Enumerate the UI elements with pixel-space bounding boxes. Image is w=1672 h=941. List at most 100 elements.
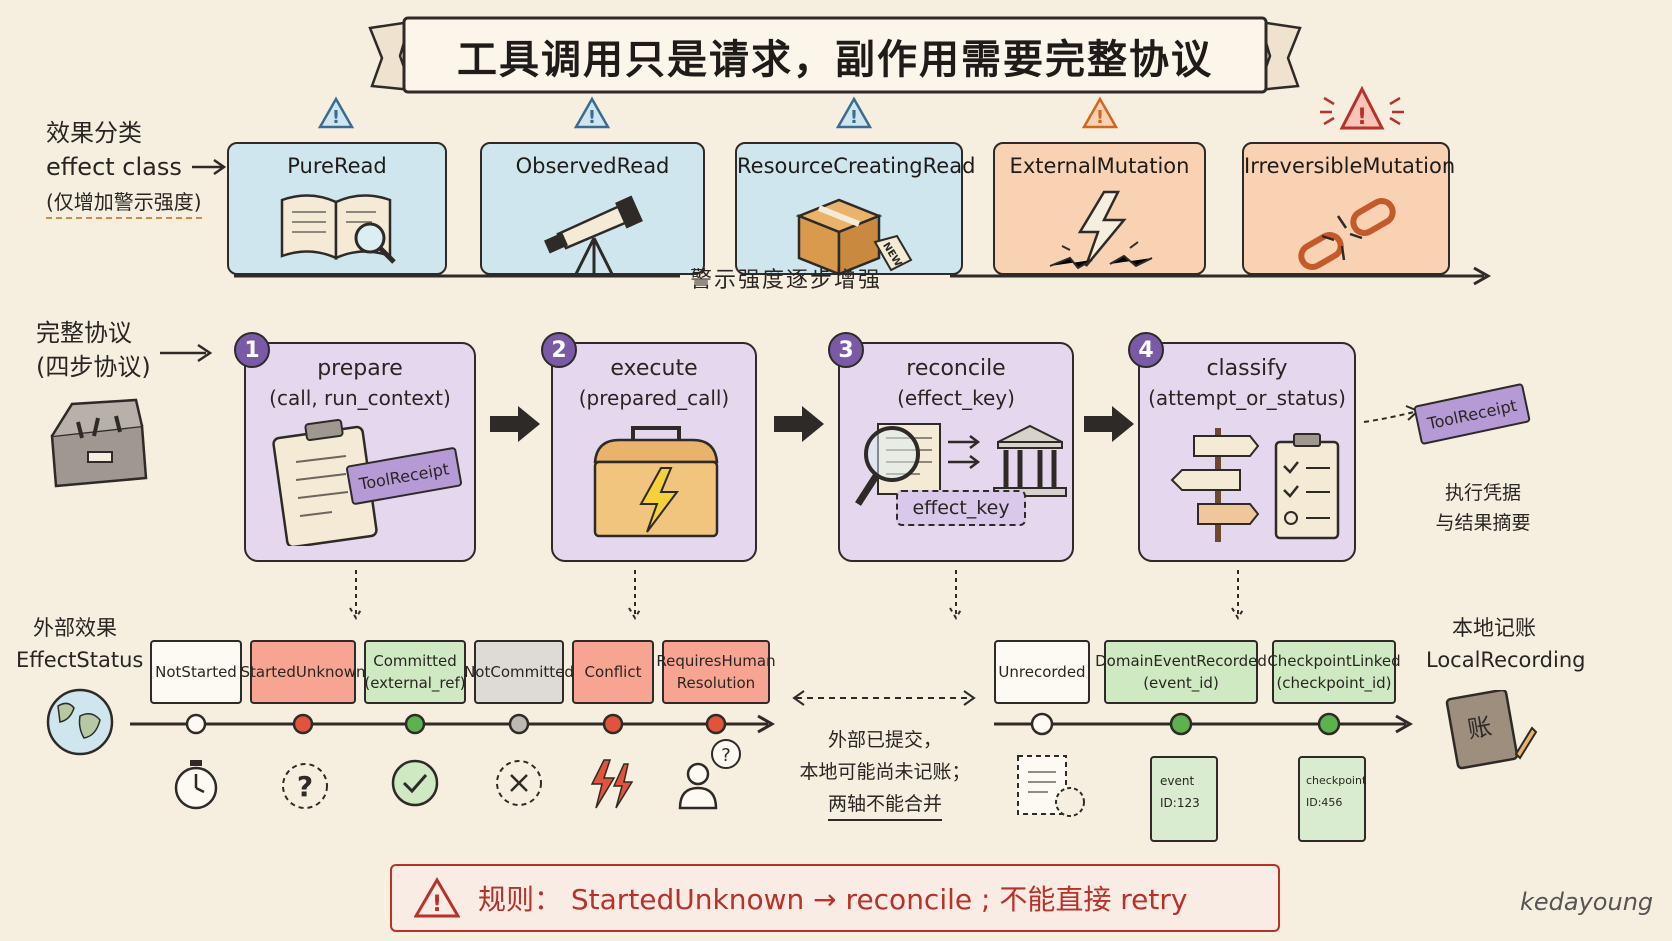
status-label: RequiresHuman [656,652,776,670]
step-number: 3 [828,332,864,368]
svg-text:!: ! [332,107,340,128]
effect-name: ResourceCreatingRead [737,154,976,178]
empty-document-icon [1017,755,1085,817]
arrow-right-icon [191,158,227,176]
rule-box: ! 规则： StartedUnknown → reconcile ; 不能直接 … [390,864,1280,932]
local-label-zh: 本地记账 [1452,616,1536,640]
double-arrow-icon [792,690,976,706]
checkpoint-card-line: checkpoint [1306,774,1367,787]
down-arrow-icon [1231,570,1245,620]
event-card: event ID:123 [1150,756,1218,842]
receipt-description: 执行凭据 与结果摘要 [1428,478,1538,538]
status-sublabel: Resolution [676,674,756,692]
status-label: Conflict [584,663,642,681]
toolreceipt-output-tag: ToolReceipt [1413,382,1531,446]
event-card-line: event [1160,774,1195,788]
globe-icon [46,688,114,756]
checkpoint-card: checkpoint ID:456 [1298,756,1366,842]
step-classify: 4 classify (attempt_or_status) [1128,332,1356,562]
status-committed: Committed (external_ref) [364,640,466,704]
stopwatch-icon [174,760,218,810]
effect-box-resourcecreatingread: ResourceCreatingRead NEW [735,142,976,276]
question-mark-icon: ? [282,763,328,809]
x-circle-icon [496,760,542,806]
bold-arrow-icon [490,406,540,442]
broken-chain-icon [1298,198,1396,270]
note-line: 本地可能尚未记账； [799,761,971,783]
signpost-checklist-icon [1170,428,1340,542]
svg-text:!: ! [432,892,442,917]
step-title: execute [610,356,698,381]
warning-icon-red: ! [414,877,460,918]
protocol-label-zh: 完整协议 [36,319,132,347]
warning-icon-red: ! [1320,86,1404,130]
step-execute: 2 execute (prepared_call) [541,332,757,562]
status-startedunknown: StartedUnknown [240,640,366,704]
bold-arrow-icon [774,406,824,442]
local-label: 本地记账 LocalRecording [1426,612,1586,676]
step-number: 1 [234,332,270,368]
step-prepare: 1 prepare (call, run_context) ToolReceip… [234,332,476,562]
double-lightning-icon [590,759,634,809]
warning-icon-orange: ! [1082,96,1118,129]
page-title: 工具调用只是请求，副作用需要完整协议 [457,37,1213,83]
warning-icon-blue: ! [574,96,610,129]
warning-icon-blue: ! [836,96,872,129]
status-label: NotStarted [155,663,237,681]
effect-name: IrreversibleMutation [1244,154,1456,178]
step-args: (attempt_or_status) [1148,386,1346,410]
down-arrow-icon [628,570,642,620]
protocol-label-sub: (四步协议) [36,353,151,381]
status-notstarted: NotStarted [150,640,242,704]
status-requireshumanresolution: RequiresHuman Resolution [656,640,776,704]
step-args: (effect_key) [897,386,1015,410]
status-sublabel: (checkpoint_id) [1276,674,1392,692]
status-label: StartedUnknown [240,663,366,681]
receipt-line: 执行凭据 [1444,482,1521,504]
checkpoint-card-line: ID:456 [1306,796,1343,809]
step-args: (call, run_context) [269,386,451,410]
local-timeline [994,712,1414,736]
check-circle-icon [391,759,439,807]
bold-arrow-icon [1084,406,1134,442]
external-label-en: EffectStatus [16,648,144,672]
effect-class-label-en: effect class [46,153,182,181]
svg-text:!: ! [1357,105,1367,130]
dashed-arrow-icon [1363,405,1420,423]
warning-icon-blue: ! [318,96,354,129]
step-title: prepare [317,356,403,381]
lightning-crack-icon [1049,190,1152,270]
svg-text:?: ? [297,770,313,803]
step-number: 2 [541,332,577,368]
svg-text:!: ! [1096,107,1104,128]
note-line: 外部已提交， [827,729,942,751]
title-banner: 工具调用只是请求，副作用需要完整协议 [360,14,1310,98]
status-conflict: Conflict [572,640,654,704]
effect-box-irreversiblemutation: IrreversibleMutation [1242,142,1456,275]
step-reconcile: 3 reconcile (effect_key) effect_key [828,332,1074,562]
down-arrow-icon [349,570,363,620]
local-label-en: LocalRecording [1426,648,1586,672]
arrow-right-icon [160,343,213,363]
banner-ribbon-icon [368,16,1302,94]
status-label: NotCommitted [464,663,574,681]
step-title: classify [1206,356,1288,381]
effect-class-note: (仅增加警示强度) [46,187,202,219]
effect-box-pureread: PureRead [227,142,447,275]
status-checkpointlinked: CheckpointLinked (checkpoint_id) [1267,640,1401,704]
ledger-glyph: 账 [1465,712,1493,744]
svg-text:!: ! [850,107,858,128]
effect-name: PureRead [287,154,387,178]
gradient-arrow [234,266,1492,286]
down-arrow-icon [949,570,963,620]
step-number: 4 [1128,332,1164,368]
gradient-label: 警示强度逐步增强 [690,268,883,293]
status-label: Committed [373,652,457,670]
note-line: 两轴不能合并 [827,789,942,821]
step-title: reconcile [906,356,1006,381]
rule-text: 规则： StartedUnknown → reconcile ; 不能直接 re… [478,883,1188,916]
lightning-chest-icon [593,426,719,538]
clipboard-icon [272,418,378,546]
effect-name: ObservedRead [515,154,670,178]
svg-text:!: ! [588,107,596,128]
